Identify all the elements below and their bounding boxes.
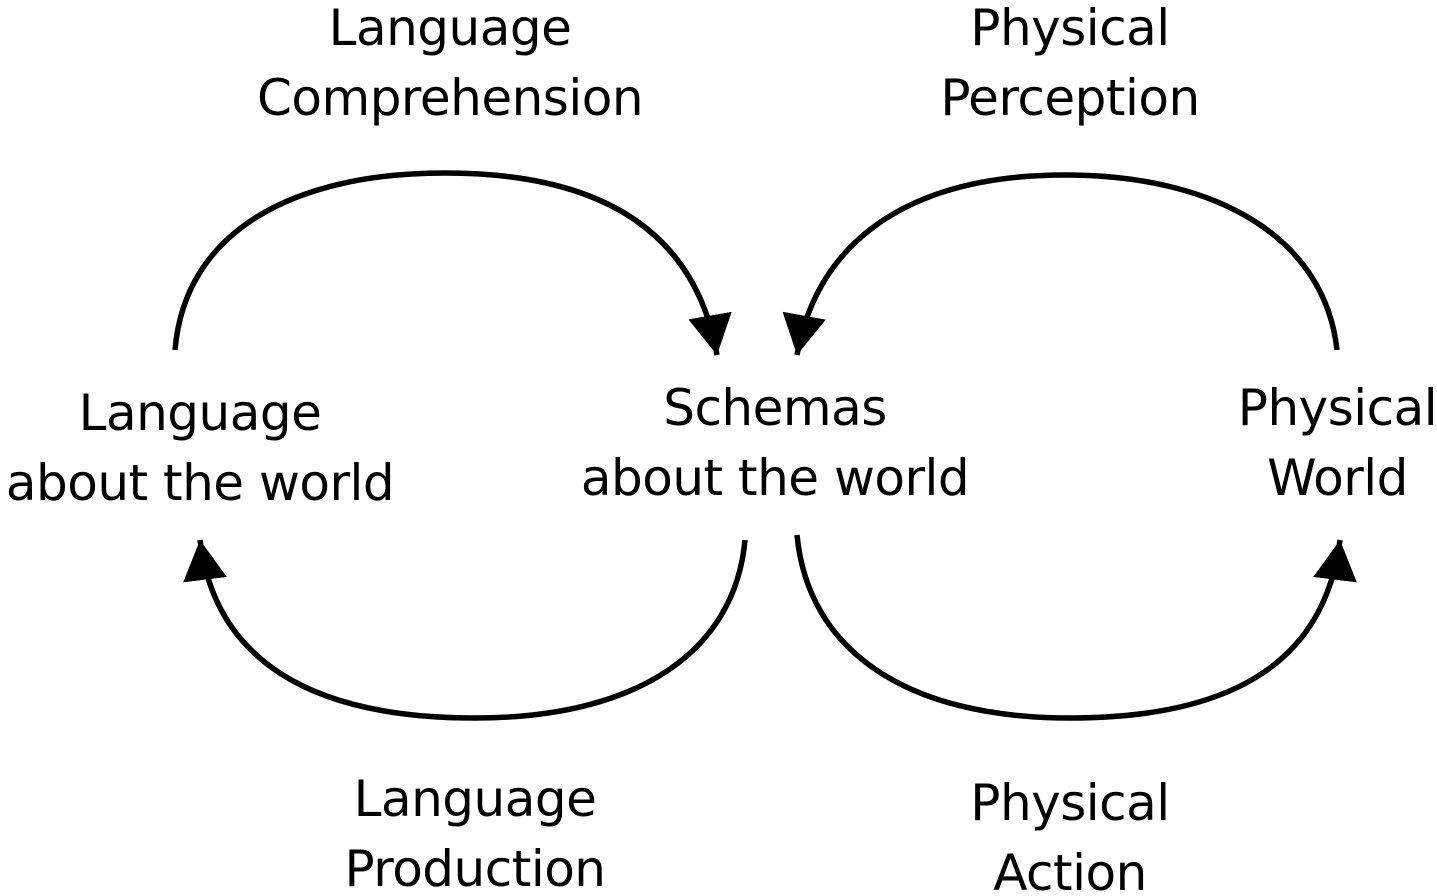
node-physical-world: Physical World (1230, 373, 1437, 513)
process-label-physical-action: Physical Action (955, 768, 1185, 896)
node-schemas-about-world: Schemas about the world (565, 373, 985, 513)
label-line: Language (328, 0, 572, 57)
node-language-about-world: Language about the world (0, 378, 405, 518)
label-line: Comprehension (256, 69, 644, 127)
label-line: Production (344, 840, 606, 896)
arrow-physical-action (794, 534, 1357, 721)
arrow-physical-perception (782, 172, 1340, 356)
label-line: Physical (1237, 379, 1437, 437)
label-line: Language (353, 770, 597, 828)
label-line: Action (993, 844, 1147, 896)
process-label-language-comprehension: Language Comprehension (240, 0, 660, 133)
process-label-language-production: Language Production (300, 764, 650, 896)
label-line: Language (78, 384, 322, 442)
label-line: Physical (970, 774, 1170, 832)
arrow-language-production (183, 539, 748, 721)
label-line: Physical (970, 0, 1170, 57)
label-line: about the world (5, 454, 395, 512)
process-label-physical-perception: Physical Perception (920, 0, 1220, 133)
label-line: Schemas (663, 379, 887, 437)
label-line: Perception (940, 69, 1200, 127)
label-line: World (1267, 449, 1408, 507)
arrow-language-comprehension (172, 170, 732, 356)
label-line: about the world (580, 449, 970, 507)
